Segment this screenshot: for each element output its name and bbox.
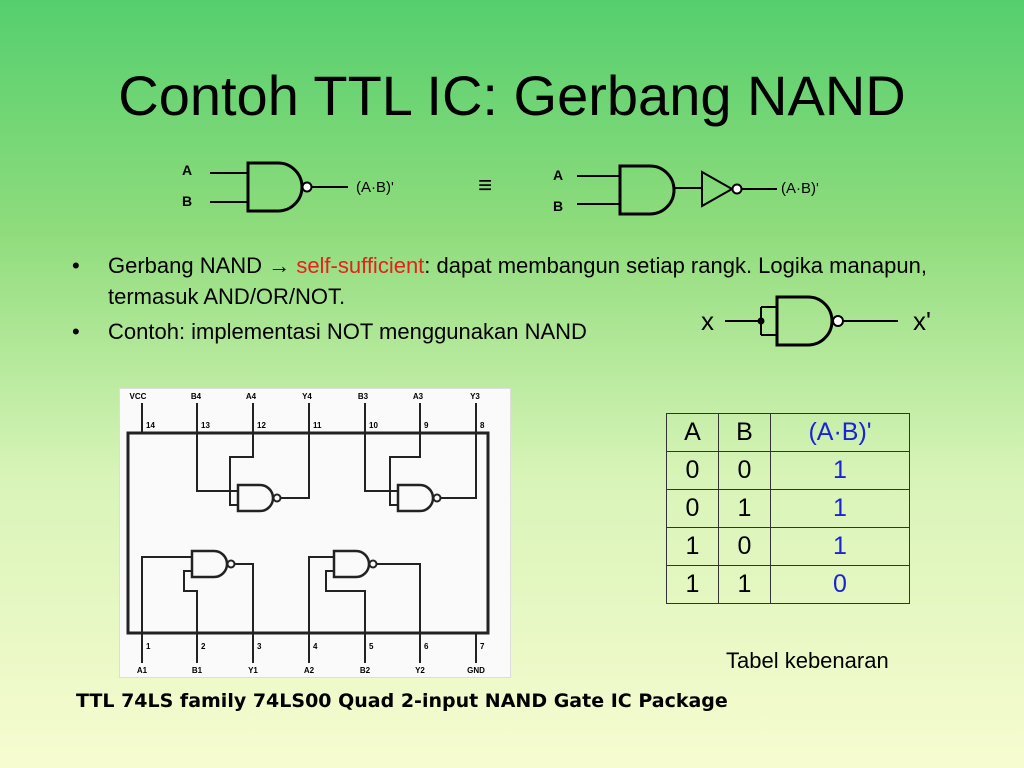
top-label-2: B4 xyxy=(191,392,202,401)
bottom-label-1: A1 xyxy=(137,666,148,675)
bottom-pin-3: 3 xyxy=(257,642,262,651)
arrow-icon: → xyxy=(268,253,291,278)
nand-gate-diagram: A B (A·B)' xyxy=(182,161,394,213)
bottom-label-5: B2 xyxy=(360,666,371,675)
bullet-2-text: Contoh: implementasi NOT menggunakan NAN… xyxy=(108,319,587,344)
not-from-nand-diagram: x x' xyxy=(701,295,931,347)
top-pin-11: 11 xyxy=(313,421,322,430)
gate2-output-label: (A·B)' xyxy=(781,180,819,197)
bottom-pin-2: 2 xyxy=(201,642,206,651)
header-b: B xyxy=(718,413,771,452)
top-label-4: Y4 xyxy=(302,392,312,401)
bottom-pin-4: 4 xyxy=(313,642,318,651)
cell-a: 0 xyxy=(666,451,719,490)
bottom-label-4: A2 xyxy=(304,666,315,675)
top-pin-13: 13 xyxy=(201,421,210,430)
ic-package-diagram: VCC B4 A4 Y4 B3 A3 Y3 14 13 12 11 10 9 8 xyxy=(119,388,511,678)
gate1-input-a-label: A xyxy=(182,162,192,178)
bottom-pin-7: 7 xyxy=(480,642,485,651)
bullet-list: • Gerbang NAND → self-sufficient: dapat … xyxy=(72,250,952,347)
bullet-dot: • xyxy=(72,319,80,344)
cell-output: 1 xyxy=(770,451,910,490)
gate2-input-a-label: A xyxy=(553,167,563,183)
bottom-pin-1: 1 xyxy=(146,642,151,651)
bottom-pin-5: 5 xyxy=(369,642,374,651)
bullet-item-2: • Contoh: implementasi NOT menggunakan N… xyxy=(72,316,952,347)
truth-table: A B (A·B)' 0 0 1 0 1 1 1 0 1 1 1 0 xyxy=(666,413,910,604)
top-label-6: A3 xyxy=(413,392,424,401)
top-label-7: Y3 xyxy=(470,392,480,401)
table-row: 1 1 0 xyxy=(666,565,910,604)
cell-b: 1 xyxy=(718,565,771,604)
not-input-label: x xyxy=(701,306,714,336)
bottom-pin-labels: A1 B1 Y1 A2 B2 Y2 GND xyxy=(137,666,485,675)
gate1-input-b-label: B xyxy=(182,193,192,209)
top-pin-12: 12 xyxy=(257,421,266,430)
cell-b: 1 xyxy=(718,489,771,528)
table-header-row: A B (A·B)' xyxy=(666,413,910,452)
bottom-label-7: GND xyxy=(467,666,485,675)
bullet-1-highlight: self-sufficient xyxy=(296,253,425,278)
gate2-input-b-label: B xyxy=(553,198,563,214)
bottom-pin-6: 6 xyxy=(424,642,429,651)
bullet-1-prefix: Gerbang NAND xyxy=(108,253,269,278)
not-output-label: x' xyxy=(913,306,931,336)
package-caption: TTL 74LS family 74LS00 Quad 2-input NAND… xyxy=(76,690,728,712)
header-a: A xyxy=(666,413,719,452)
truth-table-caption: Tabel kebenaran xyxy=(726,648,889,673)
cell-a: 1 xyxy=(666,565,719,604)
bottom-label-6: Y2 xyxy=(415,666,425,675)
slide-title: Contoh TTL IC: Gerbang NAND xyxy=(118,64,906,127)
cell-output: 0 xyxy=(770,565,910,604)
cell-a: 0 xyxy=(666,489,719,528)
top-pin-8: 8 xyxy=(480,421,485,430)
top-label-5: B3 xyxy=(358,392,369,401)
bullet-dot: • xyxy=(72,253,80,278)
header-output: (A·B)' xyxy=(770,413,910,452)
top-pin-labels: VCC B4 A4 Y4 B3 A3 Y3 xyxy=(130,392,481,401)
top-pin-9: 9 xyxy=(424,421,429,430)
gate1-output-label: (A·B)' xyxy=(356,179,394,196)
and-not-diagram: A B (A·B)' xyxy=(553,164,819,216)
cell-b: 0 xyxy=(718,451,771,490)
cell-b: 0 xyxy=(718,527,771,566)
bottom-label-3: Y1 xyxy=(248,666,258,675)
top-pin-10: 10 xyxy=(369,421,378,430)
bullet-1-suffix: : dapat membangun setiap rangk. Logika m… xyxy=(108,253,927,309)
top-label-1: VCC xyxy=(130,392,147,401)
table-row: 0 0 1 xyxy=(666,451,910,490)
top-pin-14: 14 xyxy=(146,421,155,430)
table-row: 0 1 1 xyxy=(666,489,910,528)
cell-a: 1 xyxy=(666,527,719,566)
bullet-item-1: • Gerbang NAND → self-sufficient: dapat … xyxy=(72,250,952,312)
table-row: 1 0 1 xyxy=(666,527,910,566)
cell-output: 1 xyxy=(770,527,910,566)
top-label-3: A4 xyxy=(246,392,257,401)
equivalence-symbol: ≡ xyxy=(478,172,493,199)
cell-output: 1 xyxy=(770,489,910,528)
bottom-label-2: B1 xyxy=(192,666,203,675)
